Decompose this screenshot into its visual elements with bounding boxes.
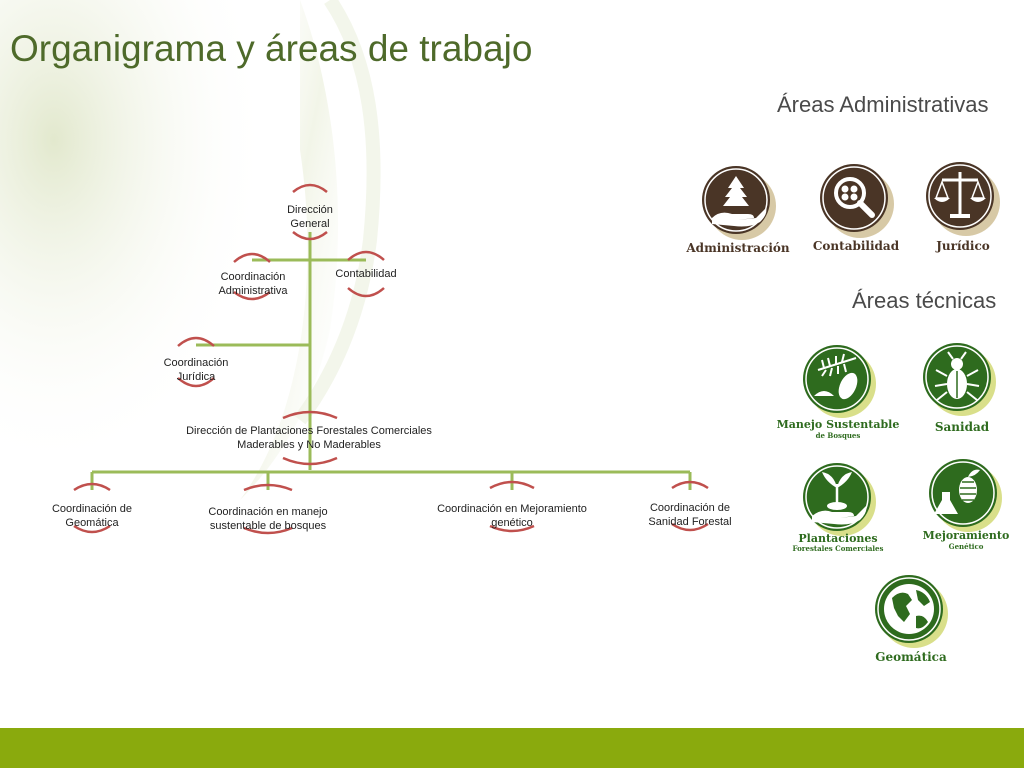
node-coordinacion-geomatica: Coordinación de Geomática [51, 503, 133, 529]
flask-cone-icon [929, 459, 1002, 532]
juridico-label: Jurídico [936, 239, 990, 253]
plantaciones-label: Plantaciones [798, 532, 878, 545]
org-connectors [90, 232, 692, 490]
mejoramiento-label: Mejoramiento [922, 529, 1010, 542]
sanidad-label: Sanidad [934, 420, 990, 434]
geomatica-label: Geomática [875, 650, 947, 664]
scales-icon [926, 162, 1000, 236]
node-direccion-plantaciones: Dirección de Plantaciones Forestales Com… [186, 425, 432, 451]
page-title: Organigrama y áreas de trabajo [10, 28, 533, 69]
footer-bar [0, 728, 1024, 768]
contabilidad-label: Contabilidad [812, 239, 900, 253]
node-coordinacion-administrativa: Coordinación Administrativa [218, 271, 288, 297]
manejo-sustentable-sublabel: de Bosques [815, 431, 861, 440]
admin-areas-heading: Áreas Administrativas [777, 92, 989, 117]
magnifier-coins-icon [820, 164, 894, 238]
pine-branch-icon [803, 345, 876, 418]
node-direccion-general: Dirección General [287, 204, 333, 230]
node-coordinacion-sanidad: Coordinación de Sanidad Forestal [648, 502, 732, 528]
node-coordinacion-juridica: Coordinación Jurídica [163, 357, 229, 383]
plantaciones-sublabel: Forestales Comerciales [792, 544, 884, 553]
hand-tree-icon [702, 166, 776, 240]
technical-areas-heading: Áreas técnicas [852, 288, 997, 313]
administracion-label: Administración [686, 241, 790, 255]
beetle-icon [923, 343, 996, 416]
mejoramiento-sublabel: Genético [948, 542, 984, 551]
node-coordinacion-manejo: Coordinación en manejo sustentable de bo… [208, 506, 328, 532]
node-coordinacion-mejoramiento: Coordinación en Mejoramiento genético [437, 503, 587, 529]
sprout-hand-icon [803, 463, 876, 536]
manejo-sustentable-label: Manejo Sustentable [776, 418, 900, 431]
globe-icon [875, 575, 948, 648]
node-contabilidad: Contabilidad [335, 268, 397, 280]
org-arcs [73, 183, 709, 535]
